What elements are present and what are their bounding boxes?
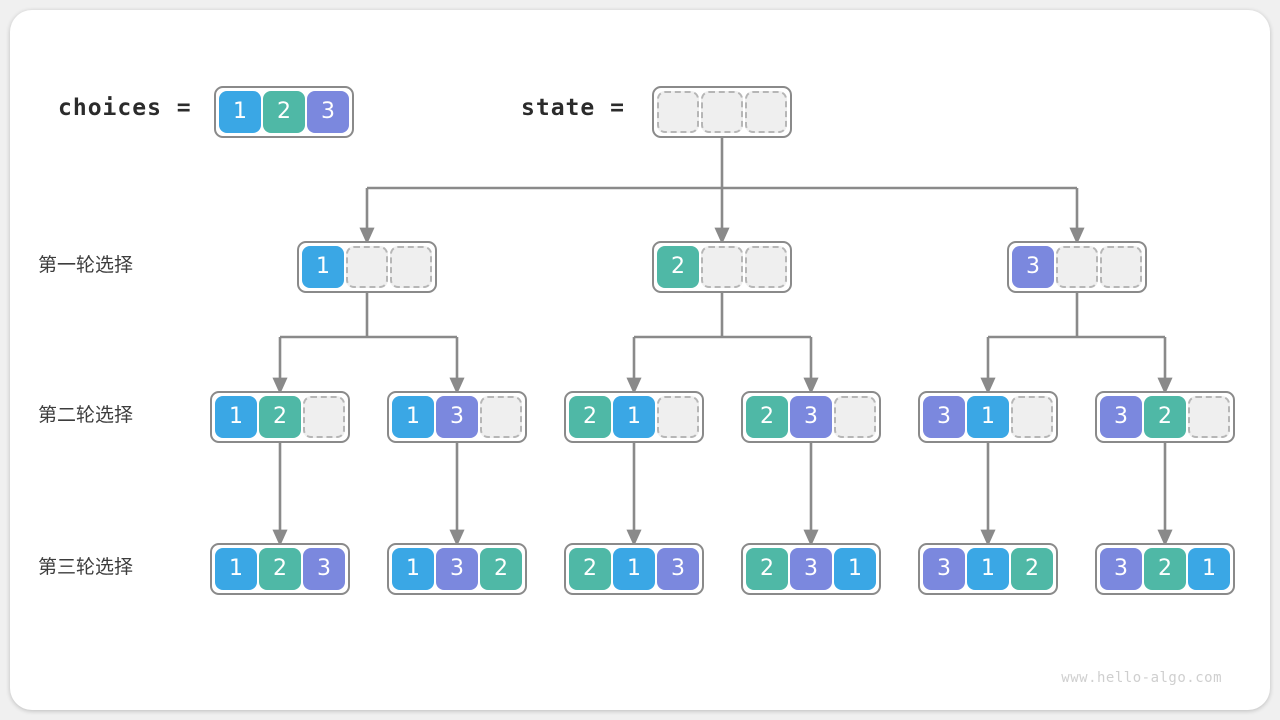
array-cell-value: 1 bbox=[392, 396, 434, 438]
array-cell-value: 2 bbox=[657, 246, 699, 288]
node-level1-3[interactable]: 3 bbox=[1007, 241, 1147, 293]
array-cell-value: 1 bbox=[834, 548, 876, 590]
array-cell-empty bbox=[657, 91, 699, 133]
array-cell-empty bbox=[303, 396, 345, 438]
array-cell-empty bbox=[1011, 396, 1053, 438]
array-cell-value: 3 bbox=[307, 91, 349, 133]
array-cell-value: 1 bbox=[215, 396, 257, 438]
array-cell-value: 2 bbox=[1011, 548, 1053, 590]
array-cell-value: 1 bbox=[219, 91, 261, 133]
array-cell-value: 1 bbox=[613, 548, 655, 590]
state-label: state = bbox=[521, 95, 625, 121]
array-cell-value: 3 bbox=[436, 396, 478, 438]
array-cell-empty bbox=[834, 396, 876, 438]
array-cell-value: 1 bbox=[967, 548, 1009, 590]
array-cell-value: 3 bbox=[657, 548, 699, 590]
array-cell-value: 2 bbox=[480, 548, 522, 590]
row-label-round-3: 第三轮选择 bbox=[38, 557, 134, 578]
state-array[interactable] bbox=[652, 86, 792, 138]
array-cell-value: 1 bbox=[613, 396, 655, 438]
array-cell-empty bbox=[701, 246, 743, 288]
array-cell-empty bbox=[390, 246, 432, 288]
array-cell-value: 3 bbox=[303, 548, 345, 590]
array-cell-value: 2 bbox=[259, 396, 301, 438]
array-cell-value: 1 bbox=[392, 548, 434, 590]
array-cell-value: 3 bbox=[790, 396, 832, 438]
array-cell-value: 2 bbox=[746, 548, 788, 590]
array-cell-value: 3 bbox=[436, 548, 478, 590]
array-cell-value: 2 bbox=[259, 548, 301, 590]
choices-label: choices = bbox=[58, 95, 192, 121]
array-cell-value: 1 bbox=[967, 396, 1009, 438]
array-cell-value: 2 bbox=[746, 396, 788, 438]
array-cell-value: 1 bbox=[215, 548, 257, 590]
watermark: www.hello-algo.com bbox=[1061, 670, 1222, 686]
array-cell-empty bbox=[701, 91, 743, 133]
array-cell-empty bbox=[745, 91, 787, 133]
array-cell-value: 2 bbox=[1144, 396, 1186, 438]
array-cell-value: 3 bbox=[1100, 396, 1142, 438]
row-label-round-2: 第二轮选择 bbox=[38, 405, 134, 426]
node-level1-1[interactable]: 1 bbox=[297, 241, 437, 293]
array-cell-empty bbox=[1056, 246, 1098, 288]
array-cell-empty bbox=[1188, 396, 1230, 438]
array-cell-value: 3 bbox=[1012, 246, 1054, 288]
array-cell-value: 2 bbox=[569, 548, 611, 590]
array-cell-empty bbox=[480, 396, 522, 438]
array-cell-value: 3 bbox=[790, 548, 832, 590]
array-cell-empty bbox=[745, 246, 787, 288]
array-cell-empty bbox=[1100, 246, 1142, 288]
array-cell-value: 2 bbox=[1144, 548, 1186, 590]
array-cell-value: 3 bbox=[923, 548, 965, 590]
array-cell-empty bbox=[346, 246, 388, 288]
row-label-round-1: 第一轮选择 bbox=[38, 255, 134, 276]
array-cell-value: 1 bbox=[302, 246, 344, 288]
array-cell-value: 2 bbox=[263, 91, 305, 133]
node-level1-2[interactable]: 2 bbox=[652, 241, 792, 293]
array-cell-empty bbox=[657, 396, 699, 438]
array-cell-value: 2 bbox=[569, 396, 611, 438]
array-cell-value: 3 bbox=[1100, 548, 1142, 590]
array-cell-value: 3 bbox=[923, 396, 965, 438]
array-cell-value: 1 bbox=[1188, 548, 1230, 590]
